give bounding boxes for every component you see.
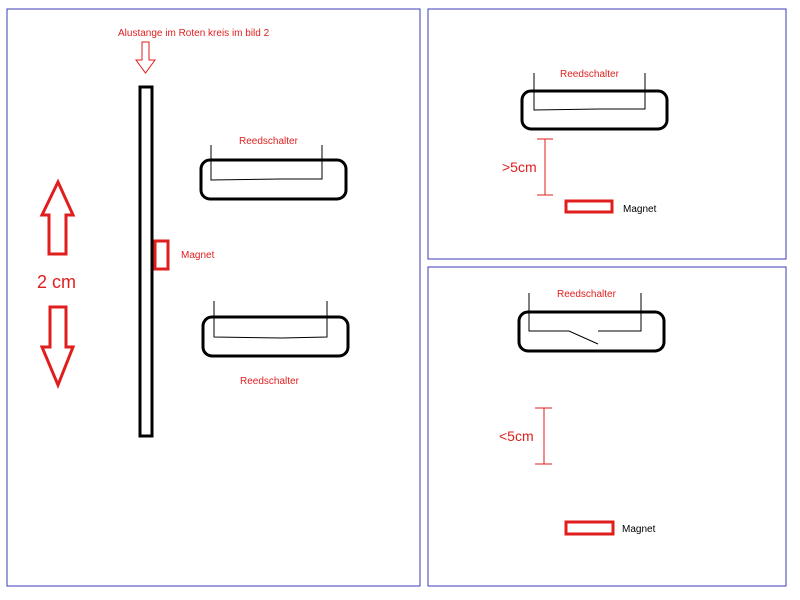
panel-top-right-frame xyxy=(427,8,787,260)
tr-distance-marker xyxy=(537,138,553,196)
up-arrow-icon xyxy=(39,178,76,256)
br-reed-switch-label: Reedschalter xyxy=(557,289,617,300)
reed-switch-top-contacts xyxy=(210,145,323,181)
reed-switch-bottom-contacts xyxy=(213,301,328,339)
tr-magnet xyxy=(564,199,614,214)
caption-down-arrow-icon xyxy=(135,41,156,74)
br-distance-label: <5cm xyxy=(499,428,534,444)
br-reed-switch-body xyxy=(517,310,666,353)
distance-label-2cm: 2 cm xyxy=(37,272,76,292)
rod-magnet-label: Magnet xyxy=(181,250,215,261)
br-reed-switch-contacts xyxy=(528,293,642,345)
tr-distance-label: >5cm xyxy=(502,159,537,175)
panel-left-frame xyxy=(6,8,421,587)
br-magnet-label: Magnet xyxy=(622,524,656,535)
reed-switch-bottom-body xyxy=(201,315,350,358)
tr-reed-switch-contacts xyxy=(533,73,646,111)
br-distance-marker xyxy=(535,407,552,465)
tr-reed-switch-label: Reedschalter xyxy=(560,69,620,80)
reed-switch-bottom-label: Reedschalter xyxy=(240,376,300,387)
panel-bottom-right-frame xyxy=(427,266,787,587)
aluminium-rod xyxy=(138,85,154,438)
down-arrow-icon xyxy=(39,305,76,389)
tr-reed-switch-body xyxy=(520,89,669,131)
rod-magnet xyxy=(153,239,170,271)
tr-magnet-label: Magnet xyxy=(623,204,657,215)
reed-switch-top-label: Reedschalter xyxy=(239,136,299,147)
rod-caption: Alustange im Roten kreis im bild 2 xyxy=(118,28,270,39)
br-magnet xyxy=(564,520,615,536)
